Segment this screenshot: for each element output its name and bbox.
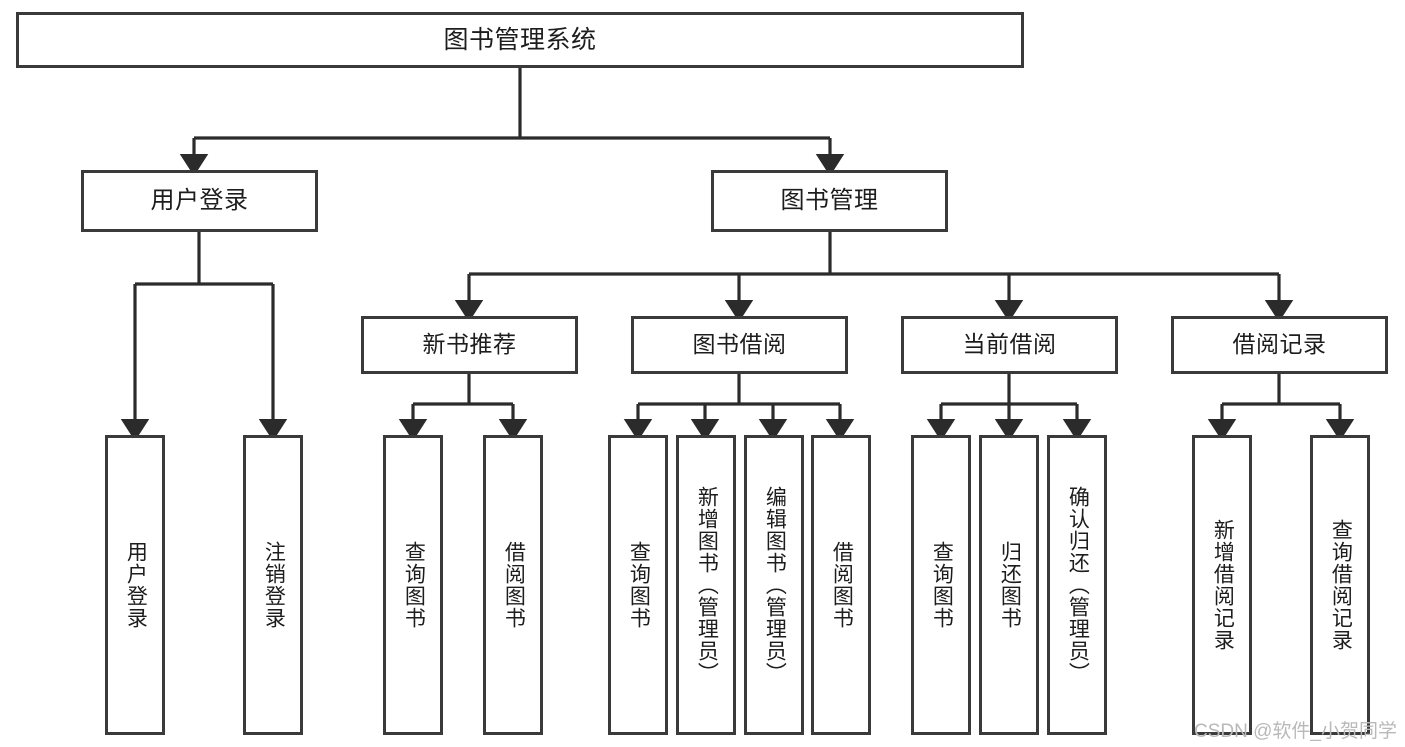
node-borrow-record[interactable]: 借阅记录 — [1171, 316, 1388, 374]
node-label: 归还图书 — [998, 541, 1022, 629]
node-leaf-add-borrow-record[interactable]: 新增借阅记录 — [1192, 435, 1252, 735]
node-new-book-recommend[interactable]: 新书推荐 — [361, 316, 578, 374]
node-root-book-management-system[interactable]: 图书管理系统 — [16, 12, 1024, 68]
node-label: 当前借阅 — [962, 331, 1057, 358]
node-label: 查询图书 — [627, 541, 651, 629]
node-leaf-confirm-return-admin[interactable]: 确认归还（管理员） — [1047, 435, 1107, 735]
node-leaf-edit-book-admin[interactable]: 编辑图书（管理员） — [744, 435, 804, 735]
node-label: 图书管理 — [780, 186, 879, 214]
node-label: 图书借阅 — [692, 331, 787, 358]
node-current-borrow[interactable]: 当前借阅 — [901, 316, 1118, 374]
node-leaf-user-login[interactable]: 用户登录 — [105, 435, 165, 735]
node-label: 新增借阅记录 — [1211, 519, 1235, 651]
node-label: 新增图书（管理员） — [695, 486, 719, 684]
node-label: 借阅图书 — [502, 541, 526, 629]
node-label: 查询图书 — [930, 541, 954, 629]
node-label: 查询图书 — [402, 541, 426, 629]
node-label: 用户登录 — [124, 541, 148, 629]
node-label: 借阅记录 — [1232, 331, 1327, 358]
node-label: 确认归还（管理员） — [1066, 486, 1090, 684]
node-leaf-return-book[interactable]: 归还图书 — [979, 435, 1039, 735]
node-leaf-borrow-book[interactable]: 借阅图书 — [811, 435, 871, 735]
node-leaf-query-borrow-record[interactable]: 查询借阅记录 — [1310, 435, 1370, 735]
node-label: 图书管理系统 — [443, 26, 597, 54]
node-label: 借阅图书 — [830, 541, 854, 629]
node-leaf-borrow-book-recommend[interactable]: 借阅图书 — [483, 435, 543, 735]
node-leaf-query-book-borrow[interactable]: 查询图书 — [608, 435, 668, 735]
node-book-management[interactable]: 图书管理 — [711, 170, 948, 232]
node-label: 用户登录 — [150, 186, 249, 214]
node-leaf-query-book-recommend[interactable]: 查询图书 — [383, 435, 443, 735]
node-leaf-add-book-admin[interactable]: 新增图书（管理员） — [676, 435, 736, 735]
node-user-login[interactable]: 用户登录 — [81, 170, 318, 232]
node-label: 新书推荐 — [422, 331, 517, 358]
node-book-borrow[interactable]: 图书借阅 — [631, 316, 848, 374]
node-label: 编辑图书（管理员） — [763, 486, 787, 684]
node-label: 查询借阅记录 — [1329, 519, 1353, 651]
node-label: 注销登录 — [262, 541, 286, 629]
watermark-text: CSDN @软件_小贺同学 — [1194, 721, 1397, 742]
node-leaf-query-book-current[interactable]: 查询图书 — [911, 435, 971, 735]
node-leaf-logout[interactable]: 注销登录 — [243, 435, 303, 735]
